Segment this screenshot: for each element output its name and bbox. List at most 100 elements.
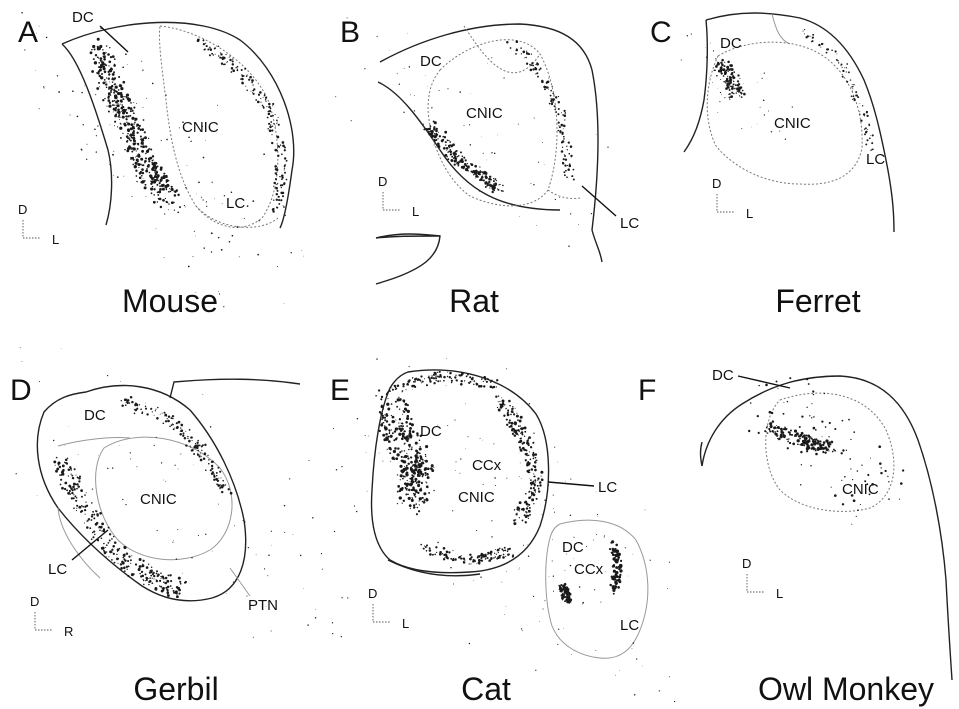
labeled-cell xyxy=(834,428,836,430)
labeled-cell xyxy=(409,478,411,480)
labeled-cell xyxy=(278,203,280,205)
labeled-cell xyxy=(404,68,405,69)
labeled-cell xyxy=(516,40,519,43)
labeled-cell xyxy=(277,183,278,184)
labeled-cell xyxy=(156,184,158,186)
labeled-cell xyxy=(493,184,494,185)
labeled-cell xyxy=(495,485,496,486)
labeled-cell xyxy=(617,553,619,555)
labeled-cell xyxy=(119,445,120,446)
labeled-cell xyxy=(493,557,495,559)
labeled-cell xyxy=(446,358,447,359)
labeled-cell xyxy=(102,99,104,101)
labeled-cell xyxy=(578,224,579,225)
labeled-cell xyxy=(427,476,430,479)
labeled-cell xyxy=(67,458,69,460)
labeled-cell xyxy=(123,96,124,97)
labeled-cell xyxy=(154,415,155,416)
labeled-cell xyxy=(729,76,730,77)
labeled-cell xyxy=(162,199,165,202)
labeled-cell xyxy=(791,434,793,436)
labeled-cell xyxy=(229,57,230,58)
labeled-cell xyxy=(284,165,286,167)
labeled-cell xyxy=(834,494,837,497)
labeled-cell xyxy=(437,376,439,378)
labeled-cell xyxy=(402,410,403,411)
labeled-cell xyxy=(712,82,713,83)
labeled-cell xyxy=(64,482,67,485)
labeled-cell xyxy=(131,137,133,139)
labeled-cell xyxy=(78,480,80,482)
labeled-cell xyxy=(526,63,528,65)
labeled-cell xyxy=(495,556,497,558)
labeled-cell xyxy=(161,180,162,181)
labeled-cell xyxy=(432,554,434,556)
labeled-cell xyxy=(237,70,239,72)
labeled-cell xyxy=(482,171,484,173)
labeled-cell xyxy=(748,430,750,432)
labeled-cell xyxy=(829,441,831,443)
labeled-cell xyxy=(568,153,570,155)
labeled-cell xyxy=(806,435,808,437)
species-label-gerbil: Gerbil xyxy=(133,671,218,707)
labeled-cell xyxy=(899,499,900,500)
labeled-cell xyxy=(76,508,77,509)
labeled-cell xyxy=(203,43,205,45)
labeled-cell xyxy=(92,488,93,489)
labeled-cell xyxy=(143,107,144,108)
labeled-cell xyxy=(453,157,455,159)
labeled-cell xyxy=(866,111,868,113)
labeled-cell xyxy=(73,497,75,499)
labeled-cell xyxy=(543,86,546,89)
labeled-cell xyxy=(468,382,470,384)
labeled-cell xyxy=(427,86,428,87)
labeled-cell xyxy=(417,452,419,454)
labeled-cell xyxy=(828,436,829,437)
panel-c: C DC CNIC LC D L Ferret xyxy=(650,13,894,319)
labeled-cell xyxy=(423,129,425,131)
labeled-cell xyxy=(498,409,501,412)
labeled-cell xyxy=(125,53,127,55)
labeled-cell xyxy=(126,122,127,123)
labeled-cell xyxy=(538,490,540,492)
labeled-cell xyxy=(564,174,566,176)
labeled-cell xyxy=(515,53,517,55)
labeled-cell xyxy=(174,209,175,210)
labeled-cell xyxy=(291,252,292,253)
labeled-cell xyxy=(450,567,451,568)
labeled-cell xyxy=(218,55,219,56)
labeled-cell xyxy=(150,176,153,179)
labeled-cell xyxy=(213,54,214,55)
labeled-cell xyxy=(124,559,126,561)
labeled-cell xyxy=(159,182,161,184)
labeled-cell xyxy=(140,575,142,577)
labeled-cell xyxy=(424,467,427,470)
labeled-cell xyxy=(502,190,504,192)
labeled-cell xyxy=(407,494,409,496)
labeled-cell xyxy=(210,48,213,51)
labeled-cell xyxy=(493,178,494,179)
labeled-cell xyxy=(491,152,492,153)
labeled-cell xyxy=(520,437,522,439)
labeled-cell xyxy=(400,479,401,480)
labeled-cell xyxy=(616,549,618,551)
labeled-cell xyxy=(189,429,191,431)
labeled-cell xyxy=(70,473,71,474)
labeled-cell xyxy=(234,525,235,526)
labeled-cell xyxy=(619,670,620,671)
labeled-cell xyxy=(730,74,731,75)
labeled-cell xyxy=(172,588,173,589)
labeled-cell xyxy=(267,575,268,576)
labeled-cell xyxy=(115,85,118,88)
labeled-cell xyxy=(824,393,825,394)
labeled-cell xyxy=(141,61,142,62)
labeled-cell xyxy=(486,185,488,187)
labeled-cell xyxy=(126,135,129,138)
labeled-cell xyxy=(780,435,783,438)
labeled-cell xyxy=(267,128,269,130)
labeled-cell xyxy=(458,165,460,167)
labeled-cell xyxy=(179,206,181,208)
labeled-cell xyxy=(387,408,390,411)
labeled-cell xyxy=(831,441,834,444)
labeled-cell xyxy=(495,396,497,398)
